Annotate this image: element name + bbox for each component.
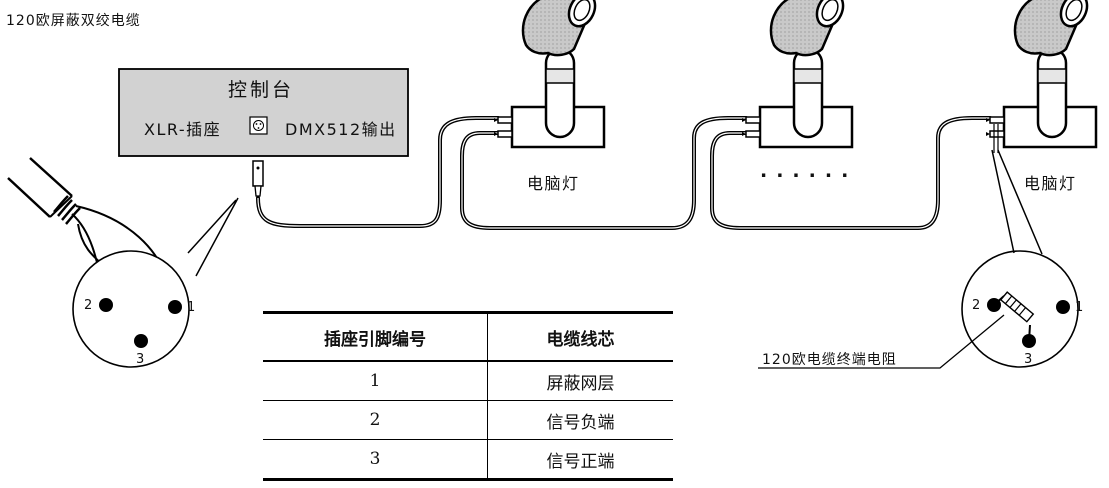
pin-label: 2 xyxy=(972,298,981,313)
xlr-connector-face-left xyxy=(72,250,190,368)
table-header-row: 插座引脚编号 电缆线芯 xyxy=(263,311,673,362)
dmx-output-label: DMX512输出 xyxy=(285,120,397,139)
fixture-label: 电脑灯 xyxy=(1024,174,1077,193)
table-header: 插座引脚编号 xyxy=(263,311,488,362)
table-cell: 2 xyxy=(263,400,488,440)
pin-label: 2 xyxy=(84,298,93,313)
table-row: 3 信号正端 xyxy=(263,439,673,481)
table-cell: 信号负端 xyxy=(487,400,673,440)
moving-head-fixture xyxy=(984,0,1098,149)
moving-head-fixture xyxy=(492,0,606,149)
pin-label: 3 xyxy=(136,352,145,367)
terminator-label: 120欧电缆终端电阻 xyxy=(762,352,897,368)
table-row: 2 信号负端 xyxy=(263,400,673,440)
console-box xyxy=(118,68,409,157)
pin-label: 3 xyxy=(1024,352,1033,367)
table-cell: 信号正端 xyxy=(487,439,673,481)
xlr-plug xyxy=(252,160,264,187)
table-cell: 屏蔽网层 xyxy=(487,361,673,401)
table-cell: 3 xyxy=(263,439,488,481)
cable-caption: 120欧屏蔽双绞电缆 xyxy=(6,13,141,29)
console-title: 控制台 xyxy=(228,79,295,101)
moving-head-fixture xyxy=(740,0,854,149)
terminator-resistor xyxy=(999,291,1035,323)
fixture-label: 电脑灯 xyxy=(527,174,580,193)
table-cell: 1 xyxy=(263,361,488,401)
pin-label: 1 xyxy=(1075,300,1084,315)
table-header: 电缆线芯 xyxy=(487,311,673,362)
pin-label: 1 xyxy=(187,300,196,315)
pin-mapping-table: 插座引脚编号 电缆线芯 1 屏蔽网层 2 信号负端 3 信号正端 xyxy=(263,311,673,481)
table-row: 1 屏蔽网层 xyxy=(263,361,673,401)
fixture-ellipsis: ...... xyxy=(760,160,858,182)
xlr-socket-label: XLR-插座 xyxy=(144,120,222,139)
xlr-socket-icon xyxy=(249,116,268,135)
